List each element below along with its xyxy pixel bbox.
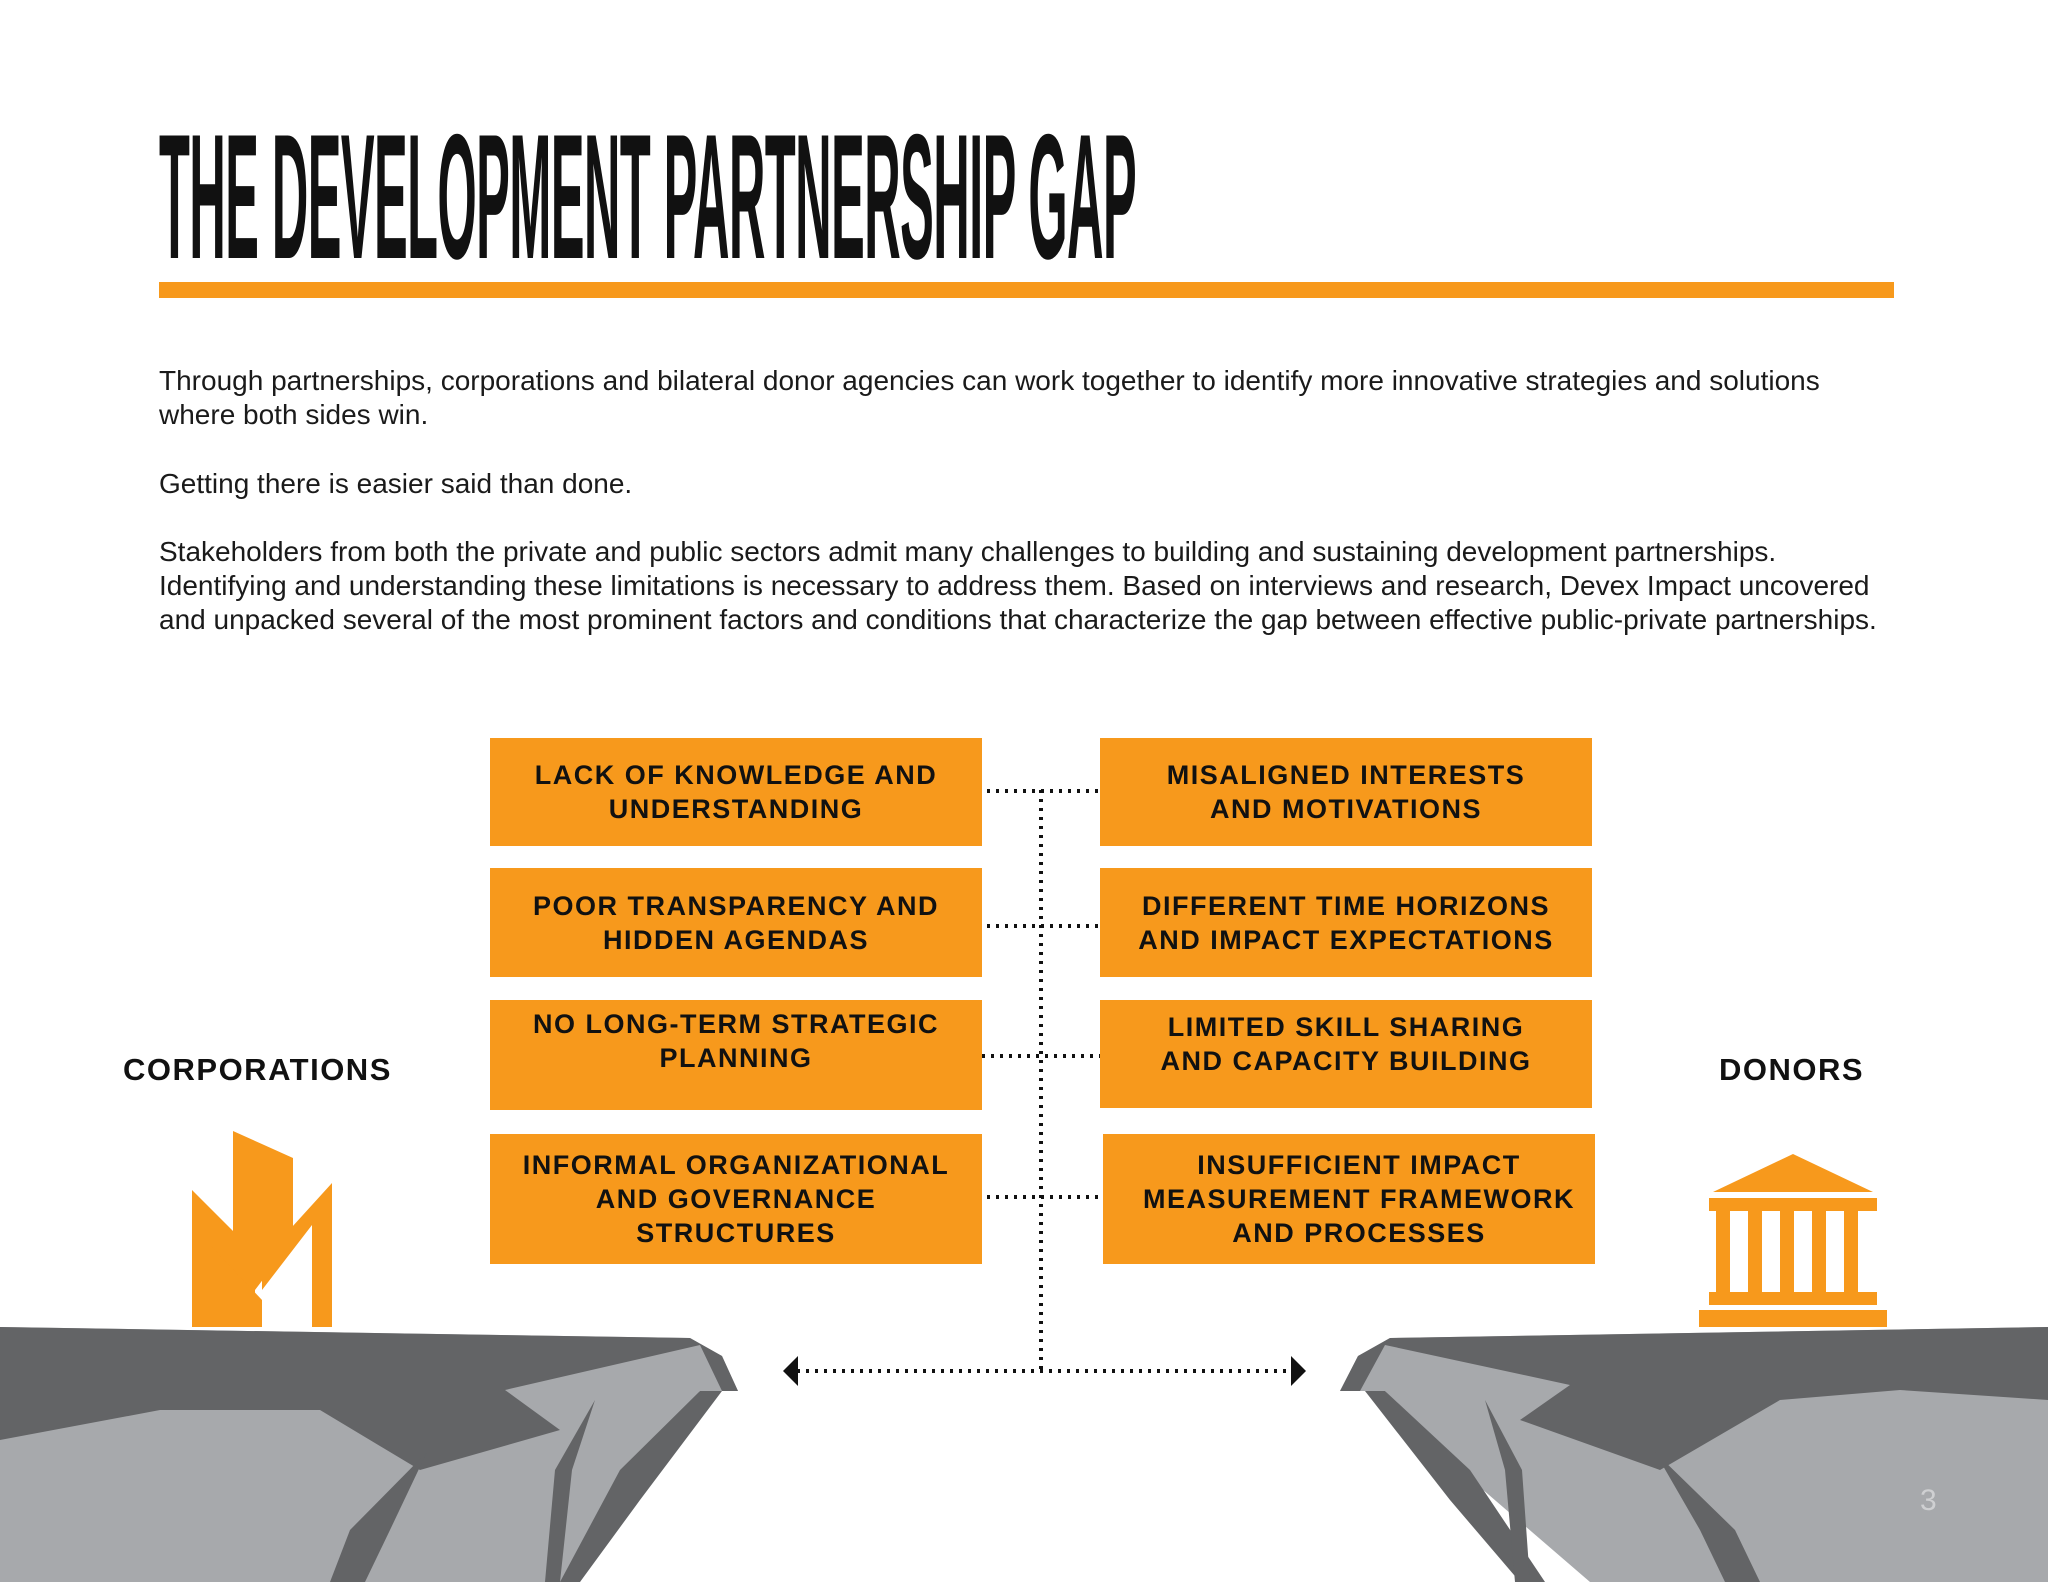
government-building-icon	[1699, 1154, 1887, 1327]
arrow-left-icon	[783, 1356, 798, 1386]
factor-box: LACK OF KNOWLEDGE AND UNDERSTANDING	[490, 738, 982, 846]
arrow-right-icon	[1291, 1356, 1306, 1386]
factor-box: MISALIGNED INTERESTS AND MOTIVATIONS	[1100, 738, 1592, 846]
corporations-label: CORPORATIONS	[123, 1052, 392, 1087]
factor-label: NO LONG-TERM STRATEGIC PLANNING	[533, 1009, 939, 1073]
factor-label: LACK OF KNOWLEDGE AND UNDERSTANDING	[534, 760, 938, 824]
page-title: THE DEVELOPMENT PARTNERSHIP GAP	[159, 97, 1137, 296]
office-buildings-icon	[192, 1131, 332, 1327]
donors-label: DONORS	[1719, 1052, 1865, 1087]
factor-label: MISALIGNED INTERESTS AND MOTIVATIONS	[1166, 760, 1526, 824]
factor-box: NO LONG-TERM STRATEGIC PLANNING	[490, 1000, 982, 1110]
factor-box: INFORMAL ORGANIZATIONAL AND GOVERNANCE S…	[490, 1134, 982, 1264]
factor-label: INSUFFICIENT IMPACT MEASUREMENT FRAMEWOR…	[1143, 1150, 1575, 1248]
factor-box: INSUFFICIENT IMPACT MEASUREMENT FRAMEWOR…	[1103, 1134, 1595, 1264]
factor-label: POOR TRANSPARENCY AND HIDDEN AGENDAS	[532, 890, 940, 955]
factor-box: DIFFERENT TIME HORIZONS AND IMPACT EXPEC…	[1100, 868, 1592, 977]
intro-paragraph: Through partnerships, corporations and b…	[159, 365, 1820, 430]
intro-paragraph: Stakeholders from both the private and p…	[159, 536, 1877, 635]
factor-label: INFORMAL ORGANIZATIONAL AND GOVERNANCE S…	[522, 1150, 950, 1248]
factor-label: LIMITED SKILL SHARING AND CAPACITY BUILD…	[1160, 1012, 1532, 1076]
factor-box: LIMITED SKILL SHARING AND CAPACITY BUILD…	[1100, 1000, 1592, 1108]
factor-box: POOR TRANSPARENCY AND HIDDEN AGENDAS	[490, 868, 982, 977]
factor-label: DIFFERENT TIME HORIZONS AND IMPACT EXPEC…	[1138, 890, 1554, 955]
title-underline	[159, 282, 1894, 298]
connector-lines	[797, 789, 1292, 1373]
right-cliff	[1340, 1327, 2048, 1582]
intro-paragraph: Getting there is easier said than done.	[159, 468, 633, 499]
left-cliff	[0, 1327, 738, 1582]
page-number: 3	[1920, 1484, 1937, 1517]
